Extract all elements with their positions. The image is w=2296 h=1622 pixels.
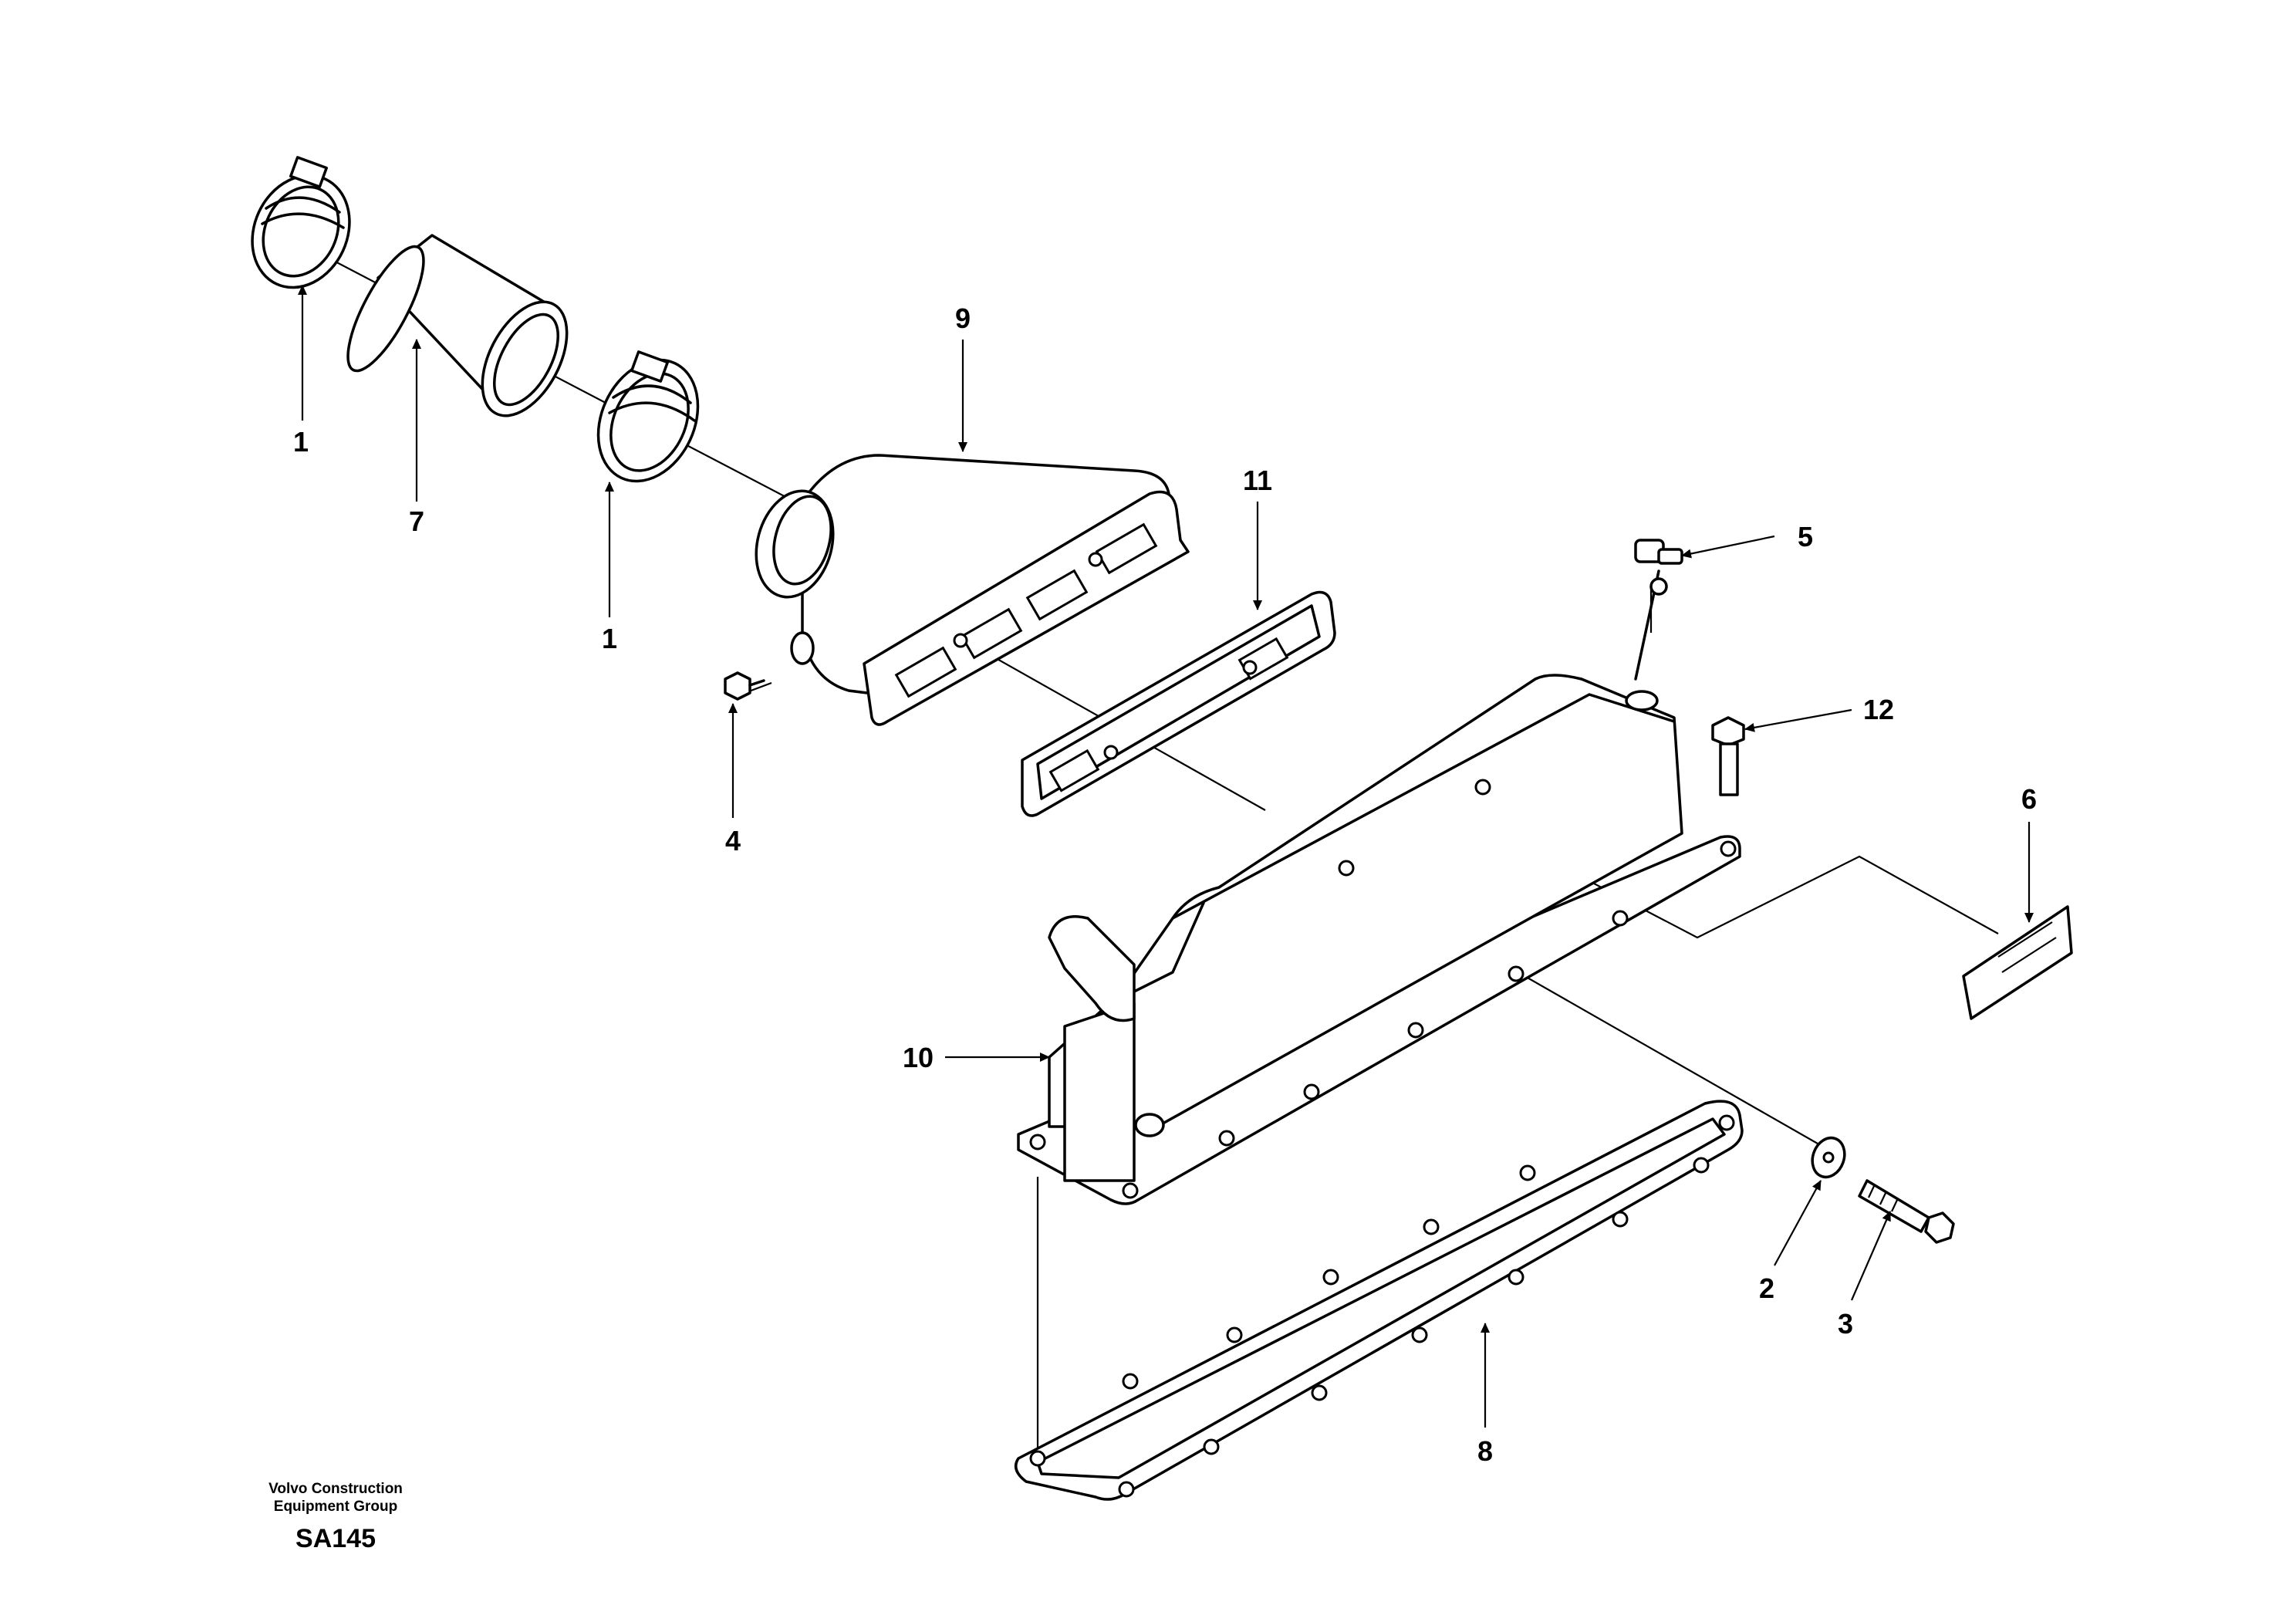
sensor bbox=[1634, 539, 1683, 681]
hose-clamp-upper bbox=[251, 156, 351, 289]
callout-5: 5 bbox=[1798, 521, 1813, 552]
hose bbox=[346, 234, 569, 417]
bolt-upper bbox=[1711, 716, 1745, 796]
callout-8: 8 bbox=[1477, 1435, 1493, 1467]
callout-12: 12 bbox=[1863, 694, 1894, 725]
gasket-manifold bbox=[1014, 1100, 1744, 1501]
intake-manifold bbox=[1017, 674, 1741, 1205]
callout-1-lower: 1 bbox=[602, 623, 617, 654]
callout-4: 4 bbox=[725, 825, 741, 857]
callout-11: 11 bbox=[1243, 465, 1272, 496]
washer bbox=[1811, 1136, 1846, 1179]
figure-code: SA145 bbox=[295, 1524, 376, 1553]
callout-6: 6 bbox=[2021, 783, 2037, 815]
leader-lines bbox=[298, 285, 2034, 1428]
company-name-line2: Equipment Group bbox=[274, 1499, 397, 1515]
callout-9: 9 bbox=[955, 302, 971, 334]
callout-7: 7 bbox=[409, 505, 424, 537]
bolt-lower bbox=[1858, 1179, 1955, 1244]
intake-elbow bbox=[755, 454, 1190, 726]
identification-plate bbox=[1962, 905, 2073, 1020]
hose-clamp-lower bbox=[596, 350, 700, 483]
callout-3: 3 bbox=[1838, 1308, 1853, 1340]
callout-10: 10 bbox=[903, 1042, 934, 1073]
company-name-line1: Volvo Construction bbox=[268, 1481, 403, 1497]
gasket-elbow bbox=[1021, 590, 1336, 817]
plug bbox=[724, 671, 765, 701]
callout-1-upper: 1 bbox=[293, 426, 309, 458]
callout-2: 2 bbox=[1759, 1272, 1774, 1304]
footer: Volvo Construction Equipment Group SA145 bbox=[268, 1481, 403, 1553]
callout-labels: 1 7 1 9 11 5 12 6 4 10 2 3 8 bbox=[293, 302, 2037, 1467]
